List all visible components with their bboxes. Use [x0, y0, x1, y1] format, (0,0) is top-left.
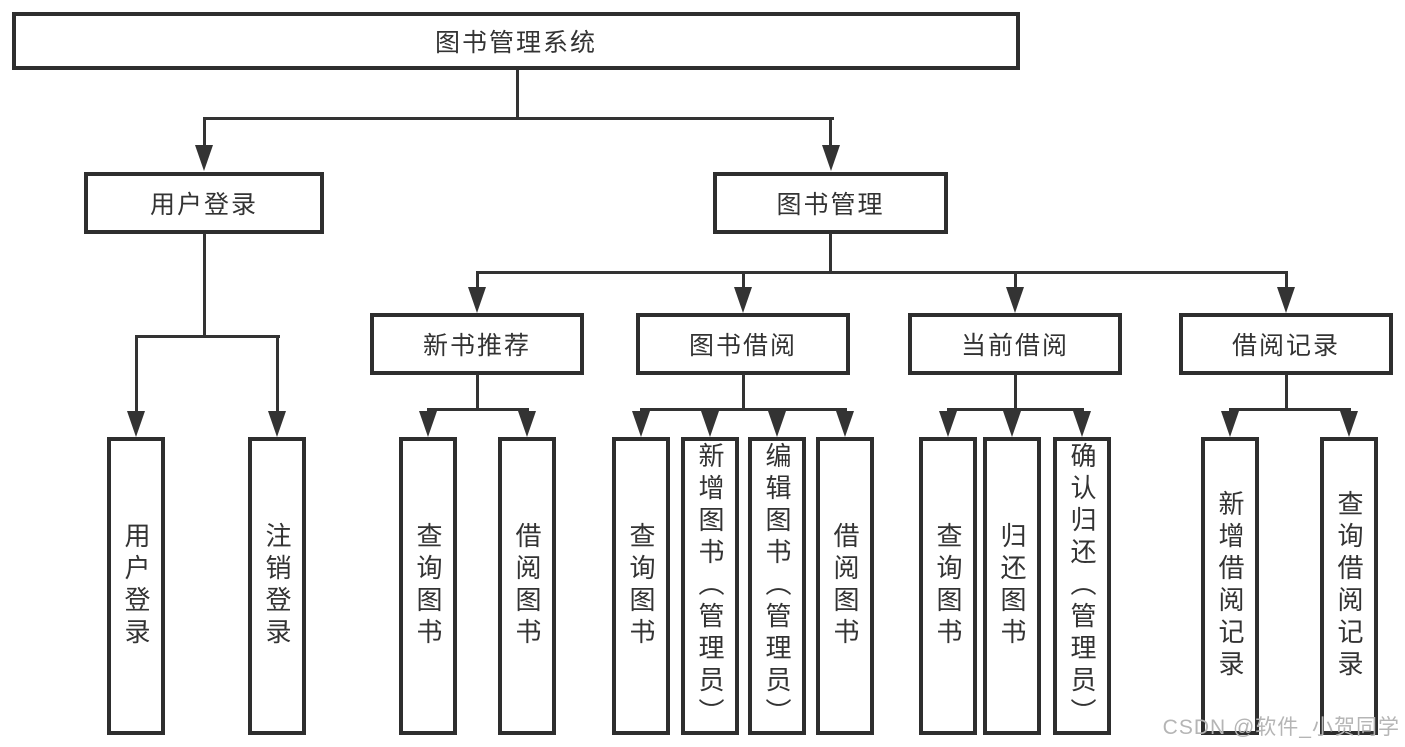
leaf-edit-books-admin: 编辑图书（管理员） [748, 437, 806, 735]
connector-arrowhead [268, 411, 286, 437]
leaf-label: 编辑图书（管理员） [762, 442, 792, 730]
connector-line [741, 272, 745, 288]
node-book-management: 图书管理 [713, 172, 948, 234]
leaf-logout: 注销登录 [248, 437, 306, 735]
connector-arrowhead [1073, 411, 1091, 437]
leaf-label: 归还图书 [997, 522, 1027, 650]
leaf-borrow-books-newrec: 借阅图书 [498, 437, 556, 735]
connector-arrowhead [1340, 411, 1358, 437]
connector-line [829, 233, 832, 272]
leaf-label: 新增借阅记录 [1215, 490, 1245, 682]
node-current-borrowing: 当前借阅 [908, 313, 1122, 375]
connector-line [829, 118, 832, 147]
connector-line [202, 118, 206, 147]
csdn-watermark: CSDN @软件_小贺同学 [1162, 716, 1400, 739]
connector-line [741, 374, 745, 409]
leaf-query-books-borrowing: 查询图书 [612, 437, 670, 735]
leaf-label: 查询图书 [626, 522, 656, 650]
node-user-login: 用户登录 [84, 172, 324, 234]
node-library-management-system: 图书管理系统 [12, 12, 1020, 70]
leaf-query-books-newrec: 查询图书 [399, 437, 457, 735]
connector-line [426, 407, 529, 411]
connector-line [202, 116, 834, 120]
connector-line [1013, 272, 1017, 288]
leaf-label: 新增图书（管理员） [695, 442, 725, 730]
connector-arrowhead [701, 411, 719, 437]
connector-line [1228, 407, 1351, 411]
connector-arrowhead [127, 411, 145, 437]
leaf-add-borrow-record: 新增借阅记录 [1201, 437, 1259, 735]
connector-arrowhead [1277, 287, 1295, 313]
leaf-label: 用户登录 [121, 522, 151, 650]
connector-line [639, 407, 847, 411]
connector-arrowhead [734, 287, 752, 313]
leaf-add-books-admin: 新增图书（管理员） [681, 437, 739, 735]
leaf-label: 注销登录 [262, 522, 292, 650]
connector-line [275, 336, 279, 413]
leaf-borrow-books: 借阅图书 [816, 437, 874, 735]
connector-line [1013, 374, 1017, 409]
connector-line [475, 374, 479, 409]
connector-line [475, 270, 1288, 274]
connector-line [1284, 272, 1288, 288]
leaf-label: 查询图书 [933, 522, 963, 650]
leaf-confirm-return-admin: 确认归还（管理员） [1053, 437, 1111, 735]
leaf-query-borrow-record: 查询借阅记录 [1320, 437, 1378, 735]
connector-arrowhead [195, 145, 213, 171]
connector-line [134, 336, 138, 413]
connector-line [1284, 374, 1288, 409]
leaf-label: 借阅图书 [830, 522, 860, 650]
leaf-label: 查询借阅记录 [1334, 490, 1364, 682]
connector-arrowhead [768, 411, 786, 437]
node-new-book-recommendation: 新书推荐 [370, 313, 584, 375]
connector-line [475, 272, 479, 288]
connector-line [946, 407, 1084, 411]
connector-line [202, 233, 206, 336]
connector-arrowhead [821, 145, 840, 171]
connector-line [515, 70, 519, 118]
leaf-query-books-current: 查询图书 [919, 437, 977, 735]
connector-arrowhead [1003, 411, 1021, 437]
connector-line [134, 334, 280, 338]
leaf-label: 查询图书 [413, 522, 443, 650]
connector-arrowhead [632, 411, 650, 437]
connector-arrowhead [419, 411, 437, 437]
connector-arrowhead [518, 411, 536, 437]
node-borrowing-records: 借阅记录 [1179, 313, 1393, 375]
leaf-label: 借阅图书 [512, 522, 542, 650]
leaf-return-books: 归还图书 [983, 437, 1041, 735]
connector-arrowhead [1221, 411, 1239, 437]
connector-arrowhead [939, 411, 957, 437]
leaf-user-login: 用户登录 [107, 437, 165, 735]
leaf-label: 确认归还（管理员） [1067, 442, 1097, 730]
connector-arrowhead [468, 287, 486, 313]
connector-arrowhead [1006, 287, 1024, 313]
connector-arrowhead [836, 411, 854, 437]
node-book-borrowing: 图书借阅 [636, 313, 850, 375]
